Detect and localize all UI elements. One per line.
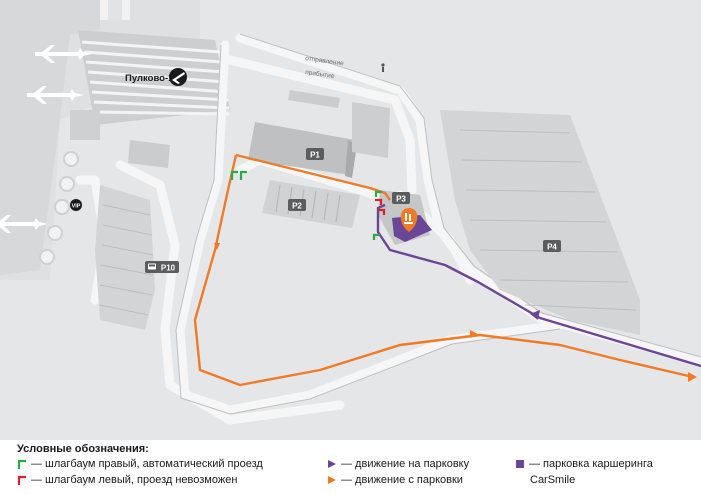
svg-text:P1: P1 [310,151,320,160]
legend-item-carsharing: — парковка каршеринга [515,458,653,471]
vip-badge: VIP [70,199,82,211]
legend-item-barrier-right: — шлагбаум правый, автоматический проезд [17,458,263,471]
parking-label-p1: P1 [306,148,324,160]
plane-icon [0,45,92,233]
parking-label-p10: P10 [145,261,179,273]
carsharing-square-icon [516,460,524,469]
svg-text:P4: P4 [547,243,557,252]
legend-item-carsharing-brand: CarSmile [530,474,576,486]
apron-area [0,0,100,275]
bus-icon [148,263,156,270]
legend-item-entry-route: — движение на парковку [327,458,469,471]
parking-label-p3: P3 [392,192,410,204]
legend-text: — движение с парковки [341,474,463,486]
legend-title: Условные обозначения: [17,443,149,455]
svg-text:P3: P3 [396,195,406,204]
terminal-label: Пулково-1 [125,73,174,84]
parking-label-p2: P2 [288,199,306,211]
parking-p2 [262,180,360,228]
airport-map: Пулково-1 VIP отправление прибытие P1 P2… [0,0,701,440]
legend-item-exit-route: — движение с парковки [327,474,463,487]
parking-p4 [440,110,640,335]
legend: Условные обозначения: — шлагбаум правый,… [0,440,701,494]
svg-text:P10: P10 [161,264,176,273]
parking-label-p4: P4 [543,240,561,252]
entry-route-icon [328,460,336,469]
barrier-left-icon [17,475,26,486]
barrier-right-markers [230,170,382,240]
barrier-left-markers [375,198,386,215]
exit-route-icon [328,476,336,485]
terminal-building [78,30,230,125]
parking-p10 [95,185,155,330]
entry-route [376,203,701,368]
legend-text: — шлагбаум правый, автоматический проезд [31,458,263,470]
exit-route-arrows [214,243,697,382]
exit-route [193,153,694,387]
legend-item-barrier-left: — шлагбаум левый, проезд невозможен [17,474,237,487]
legend-text: — движение на парковку [341,458,470,470]
svg-text:P2: P2 [292,202,302,211]
carsmile-marker-icon [400,208,418,232]
plane-badge-icon [169,68,187,86]
legend-text: — шлагбаум левый, проезд невозможен [31,474,238,486]
svg-text:VIP: VIP [72,204,81,210]
barrier-right-icon [17,459,26,470]
entry-route-arrow [530,310,540,320]
gate-markers [39,151,79,265]
pedestrian-icon [381,63,385,72]
legend-text: — парковка каршеринга [529,458,653,470]
